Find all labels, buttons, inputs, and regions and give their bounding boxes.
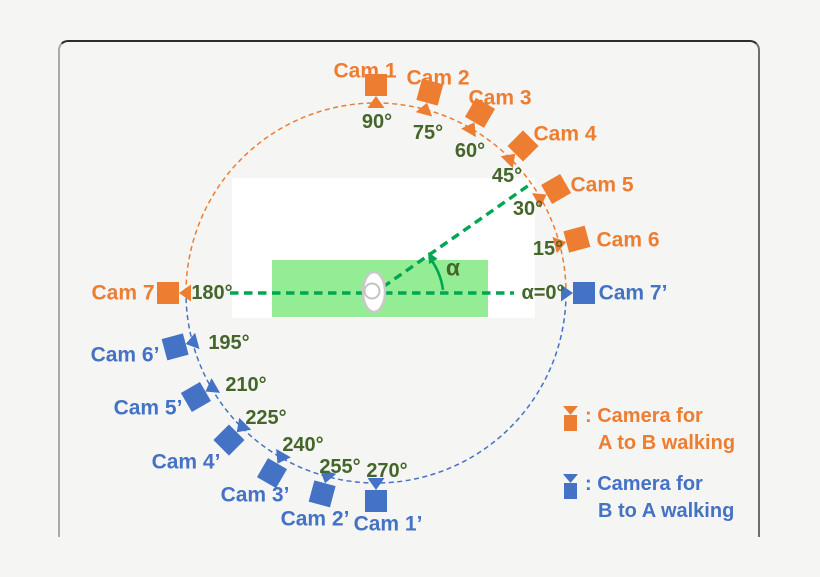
angle-label-cam-3: 60° <box>454 140 486 162</box>
camera-label-cam-1p: Cam 1’ <box>353 512 423 536</box>
camera-label-cam-5p: Cam 5’ <box>113 396 183 420</box>
angle-label-cam-1p: 270° <box>366 460 408 482</box>
camera-label-cam-6: Cam 6 <box>596 228 660 252</box>
legend-b-to-a-line1: : Camera for <box>585 473 703 495</box>
camera-label-cam-5: Cam 5 <box>570 173 634 197</box>
camera-label-cam-2: Cam 2 <box>406 66 470 90</box>
angle-label-cam-4p: 225° <box>245 407 287 429</box>
camera-label-cam-3p: Cam 3’ <box>220 483 290 507</box>
legend-item-a-to-b: : Camera for A to B walking <box>563 403 735 457</box>
figure-frame <box>58 40 760 537</box>
angle-label-cam-4: 45° <box>491 165 523 187</box>
camera-label-cam-3: Cam 3 <box>468 86 532 110</box>
angle-label-cam-5p: 210° <box>225 374 267 396</box>
angle-label-cam-7: 180° <box>191 282 233 304</box>
legend-b-to-a-line2: B to A walking <box>598 500 735 522</box>
angle-label-cam-6p: 195° <box>208 332 250 354</box>
legend-item-b-to-a: : Camera for B to A walking <box>563 471 735 525</box>
legend-a-to-b-line2: A to B walking <box>598 432 736 454</box>
legend: : Camera for A to B walking : Camera for… <box>563 403 735 539</box>
camera-label-cam-4: Cam 4 <box>533 122 597 146</box>
angle-label-cam-6: 15° <box>532 238 564 260</box>
camera-label-cam-4p: Cam 4’ <box>151 450 221 474</box>
camera-label-cam-1: Cam 1 <box>333 59 397 83</box>
camera-label-cam-6p: Cam 6’ <box>90 343 160 367</box>
angle-label-cam-5: 30° <box>512 198 544 220</box>
orange-camera-icon <box>563 406 578 431</box>
camera-label-cam-2p: Cam 2’ <box>280 507 350 531</box>
camera-label-cam-7: Cam 7 <box>91 281 155 305</box>
angle-label-cam-7p: α=0° <box>521 282 565 304</box>
camera-label-cam-7p: Cam 7’ <box>598 281 668 305</box>
legend-a-to-b-line1: : Camera for <box>585 405 703 427</box>
angle-label-cam-2p: 255° <box>319 456 361 478</box>
angle-label-cam-3p: 240° <box>282 434 324 456</box>
alpha-angle-label: α <box>445 254 461 281</box>
angle-label-cam-1: 90° <box>361 111 393 133</box>
angle-label-cam-2: 75° <box>412 122 444 144</box>
blue-camera-icon <box>563 474 578 499</box>
